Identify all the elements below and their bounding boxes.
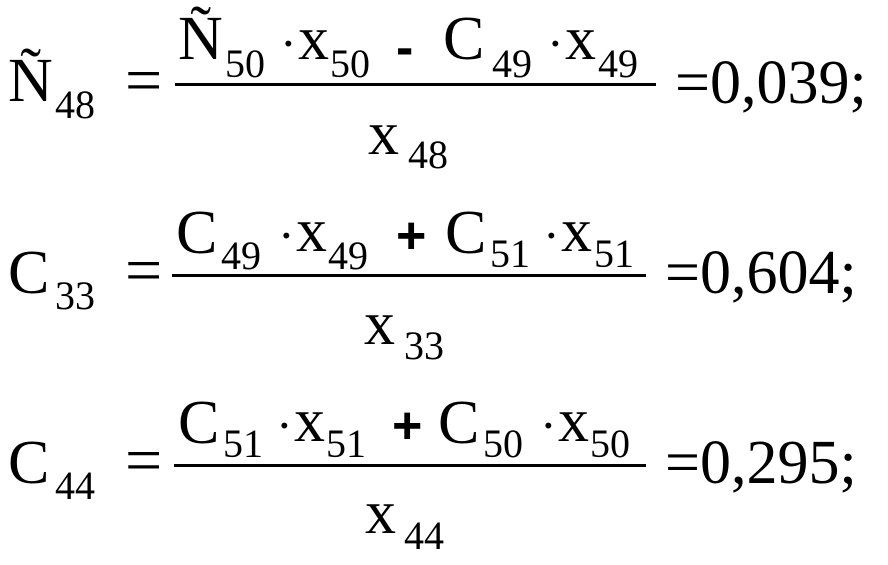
numerator-index: 49 xyxy=(328,233,368,278)
equation-1: Ñ 48 = Ñ 50 · x 50 - C 49 · x 49 x 48 =0… xyxy=(0,0,888,185)
equals-sign: = xyxy=(125,424,163,497)
numerator-symbol: C xyxy=(178,389,220,457)
denominator-index: 33 xyxy=(404,323,444,368)
numerator-symbol: C xyxy=(445,199,487,267)
multiply-dot: · xyxy=(547,15,564,71)
plus-operator: + xyxy=(392,397,423,455)
minus-operator: - xyxy=(396,19,414,77)
numerator-index: 50 xyxy=(590,421,630,466)
denominator-symbol: x xyxy=(364,290,395,358)
fraction-bar xyxy=(172,274,646,277)
numerator-symbol: C xyxy=(438,389,480,457)
lhs-symbol: C xyxy=(8,239,50,307)
numerator-index: 51 xyxy=(326,421,366,466)
denominator-symbol: x xyxy=(365,479,396,547)
numerator-symbol: x xyxy=(558,387,589,455)
plus-operator: + xyxy=(396,207,427,265)
multiply-dot: · xyxy=(543,207,560,263)
equals-sign: = xyxy=(125,44,163,117)
numerator-symbol: Ñ xyxy=(178,5,223,73)
numerator-index: 51 xyxy=(490,231,530,276)
denominator-index: 44 xyxy=(404,513,444,558)
numerator-index: 50 xyxy=(225,41,265,86)
numerator-index: 51 xyxy=(594,231,634,276)
lhs-index: 48 xyxy=(55,82,95,127)
numerator-index: 49 xyxy=(598,41,638,86)
multiply-dot: · xyxy=(278,207,295,263)
numerator-symbol: x xyxy=(296,197,327,265)
numerator-index: 51 xyxy=(223,421,263,466)
numerator-index: 49 xyxy=(492,41,532,86)
numerator-symbol: C xyxy=(443,5,485,73)
equation-2: C 33 = C 49 · x 49 + C 51 · x 51 x 33 =0… xyxy=(0,190,888,375)
lhs-index: 44 xyxy=(55,463,95,508)
numerator-symbol: x xyxy=(298,5,329,73)
numerator-symbol: x xyxy=(561,197,592,265)
result-value: =0,604; xyxy=(665,239,857,307)
denominator-symbol: x xyxy=(368,100,399,168)
numerator-index: 49 xyxy=(221,233,261,278)
numerator-index: 50 xyxy=(330,41,370,86)
fraction-bar xyxy=(174,464,646,467)
multiply-dot: · xyxy=(280,15,297,71)
lhs-symbol: C xyxy=(8,429,50,497)
numerator-index: 50 xyxy=(483,421,523,466)
fraction-bar xyxy=(175,83,656,86)
denominator-index: 48 xyxy=(408,132,448,177)
numerator-symbol: x xyxy=(565,5,596,73)
equation-3: C 44 = C 51 · x 51 + C 50 · x 50 x 44 =0… xyxy=(0,380,888,565)
equals-sign: = xyxy=(125,234,163,307)
lhs-symbol: Ñ xyxy=(8,47,53,115)
numerator-symbol: x xyxy=(294,387,325,455)
lhs-index: 33 xyxy=(55,273,95,318)
numerator-symbol: C xyxy=(176,199,218,267)
result-value: =0,295; xyxy=(665,429,857,497)
result-value: =0,039; xyxy=(675,49,867,117)
multiply-dot: · xyxy=(276,397,293,453)
multiply-dot: · xyxy=(540,397,557,453)
